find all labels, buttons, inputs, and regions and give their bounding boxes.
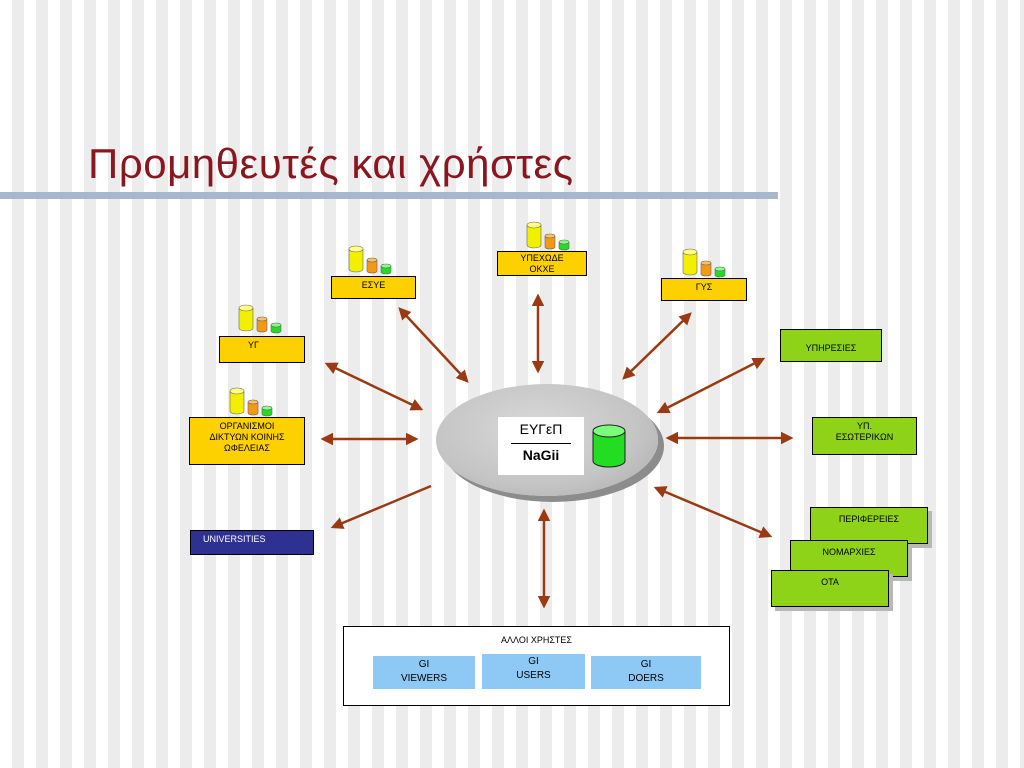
gi-viewers-box[interactable]: GI VIEWERS [373, 656, 475, 689]
database-cylinders-icon [526, 221, 570, 251]
arrow-gys [622, 312, 692, 380]
database-cylinders-icon [348, 245, 392, 275]
arrow-universities [330, 484, 432, 529]
node-ypexode[interactable]: ΥΠΕΧΩΔΕ ΟΚΧΕ [497, 251, 587, 276]
central-database-icon [592, 424, 626, 468]
node-ypiresies[interactable]: ΥΠΗΡΕΣΙΕΣ [780, 329, 882, 362]
arrow-esye [398, 307, 469, 383]
center-line1: ΕΥΓεΠ [519, 421, 563, 437]
other-users-title: ΑΛΛΟΙ ΧΡΗΣΤΕΣ [501, 635, 572, 645]
page-title: Προμηθευτές και χρήστες [88, 140, 574, 187]
database-cylinders-icon [238, 304, 282, 334]
gi-doers-box[interactable]: GI DOERS [591, 656, 701, 689]
node-universities[interactable]: UNIVERSITIES [190, 530, 314, 555]
node-esye[interactable]: ΕΣΥΕ [331, 276, 416, 299]
node-yg[interactable]: ΥΓ [219, 336, 305, 363]
database-cylinders-icon [229, 387, 273, 417]
database-cylinders-icon [682, 248, 726, 278]
node-organismoi[interactable]: ΟΡΓΑΝΙΣΜΟΙ ΔΙΚΤΥΩΝ ΚΟΙΝΗΣ ΩΦΕΛΕΙΑΣ [189, 417, 305, 465]
node-ota[interactable]: ΟΤΑ [771, 570, 889, 607]
center-divider [511, 443, 571, 444]
arrow-yg [324, 362, 424, 411]
center-line2: NaGii [522, 447, 560, 463]
node-gys[interactable]: ΓΥΣ [661, 278, 747, 301]
node-yp-esoterikon[interactable]: ΥΠ. ΕΣΩΤΕΡΙΚΩΝ [812, 417, 917, 455]
title-rule [0, 192, 778, 199]
node-perifereies[interactable]: ΠΕΡΙΦΕΡΕΙΕΣ [810, 507, 928, 544]
center-label: ΕΥΓεΠ NaGii [498, 417, 584, 475]
gi-users-box[interactable]: GI USERS [482, 654, 585, 689]
arrow-perifereies [653, 486, 773, 538]
arrow-ypiresies [656, 357, 766, 414]
